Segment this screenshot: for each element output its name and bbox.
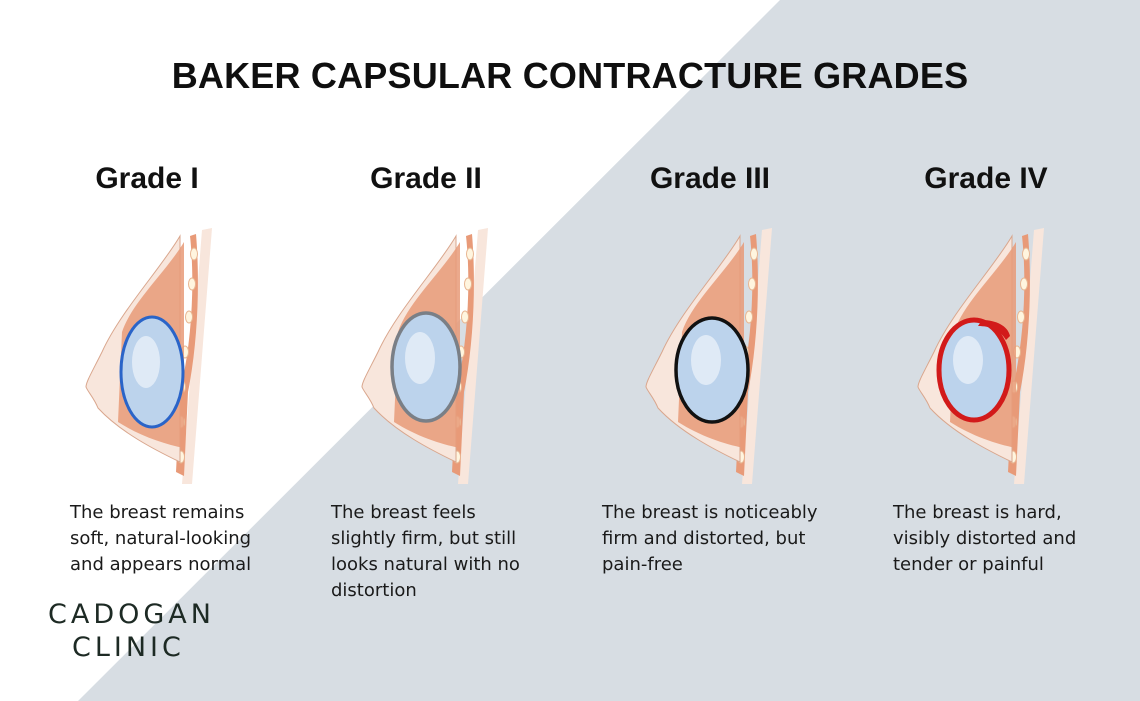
- grade-3-description: The breast is noticeably firm and distor…: [602, 502, 818, 575]
- grade-1-description: The breast remains soft, natural-looking…: [70, 502, 252, 575]
- implant: [936, 317, 1012, 423]
- grade-1-breast-implant-illustration: [85, 228, 212, 484]
- grade-2-description: The breast feels slightly firm, but stil…: [331, 502, 520, 601]
- implant: [674, 316, 750, 424]
- grade-3-title: Grade III: [649, 162, 771, 195]
- grade-4-description: The breast is hard, visibly distorted an…: [893, 502, 1077, 575]
- clinic-logo: CADOGAN CLINIC: [48, 598, 215, 664]
- grade-2-breast-implant-illustration: [361, 228, 488, 484]
- logo-line-1: CADOGAN: [48, 599, 215, 630]
- grade-1-title: Grade I: [95, 162, 199, 195]
- grade-2-title: Grade II: [370, 162, 482, 195]
- logo-line-2: CLINIC: [72, 632, 185, 663]
- implant: [119, 315, 185, 429]
- grade-4-breast-implant-illustration: [917, 228, 1044, 484]
- page-title: BAKER CAPSULAR CONTRACTURE GRADES: [171, 55, 969, 96]
- grade-3-breast-implant-illustration: [645, 228, 772, 484]
- grade-4-title: Grade IV: [924, 162, 1048, 195]
- implant: [390, 311, 462, 423]
